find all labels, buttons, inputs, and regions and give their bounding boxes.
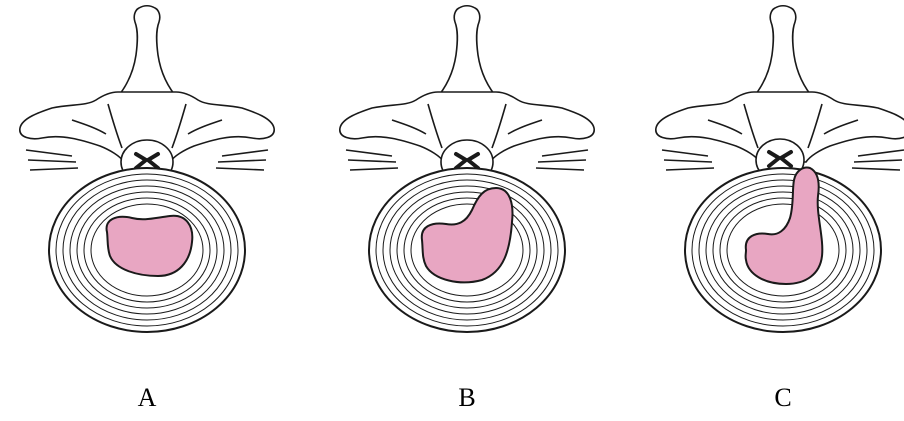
panel-label-a: A	[12, 385, 282, 411]
nucleus-pulposus-icon	[107, 216, 193, 276]
vertebra-diagram-c	[648, 0, 904, 340]
vertebra-diagram-a	[12, 0, 282, 340]
vertebra-diagram-b	[332, 0, 602, 340]
panel-label-b: B	[332, 385, 602, 411]
panel-c: C	[648, 0, 904, 421]
panel-b: B	[332, 0, 602, 421]
panel-label-c: C	[648, 385, 904, 411]
panel-a: A	[12, 0, 282, 421]
